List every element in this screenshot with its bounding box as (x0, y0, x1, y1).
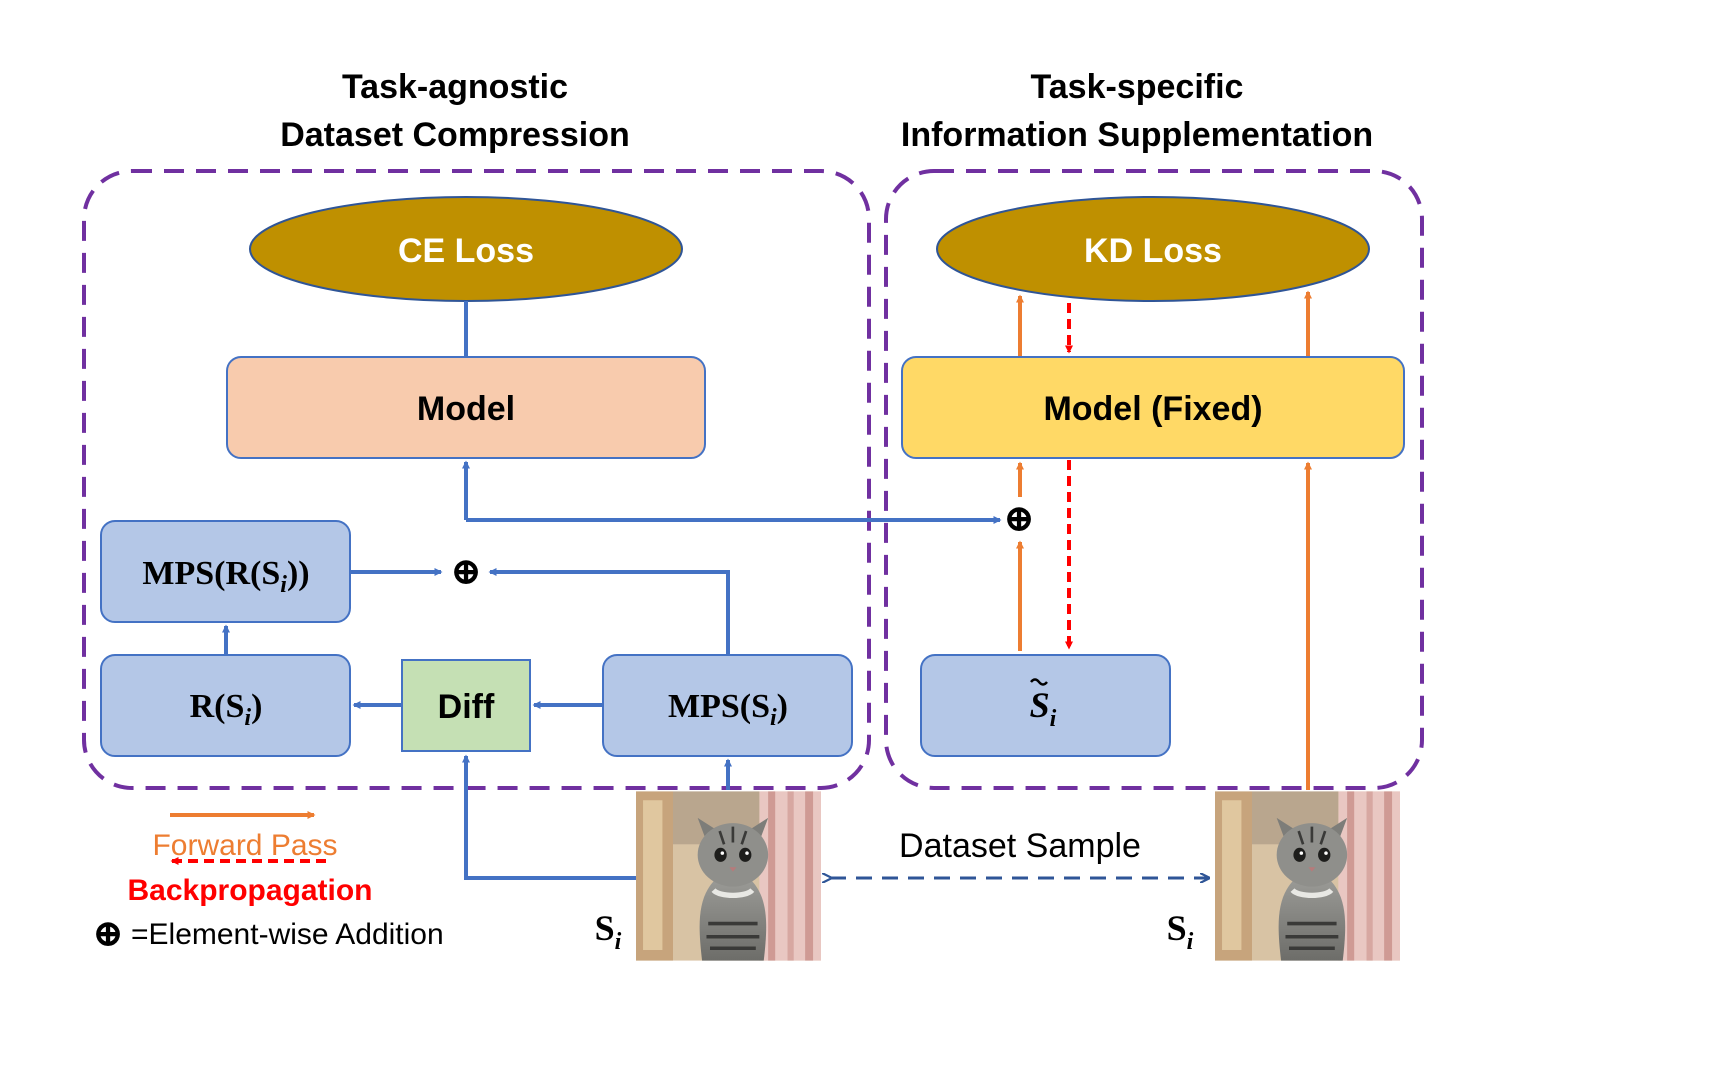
legend-addition-label: =Element-wise Addition (131, 918, 444, 951)
diff-label: Diff (438, 688, 495, 726)
model-fixed-node (901, 356, 1405, 459)
diff-node (401, 659, 531, 752)
s-tilde-node (920, 654, 1171, 757)
cat-photo-left (636, 791, 821, 960)
legend-backprop-label: Backpropagation (127, 874, 372, 907)
r-s-node (100, 654, 351, 757)
right-title-line2: Information Supplementation (901, 116, 1373, 154)
left-title-line1: Task-agnostic (342, 68, 568, 106)
r-s-label: R(Si) (190, 688, 263, 731)
left-title-line2: Dataset Compression (280, 116, 630, 154)
right-title-line1: Task-specific (1031, 68, 1244, 106)
left-section-frame (82, 169, 871, 790)
kd-loss-label: KD Loss (1084, 232, 1222, 270)
legend-forward-label: Forward Pass (152, 829, 337, 862)
ce-loss-label: CE Loss (398, 232, 534, 270)
s-right-label: Si (1167, 908, 1194, 955)
legend-addition-symbol: ⊕ (92, 913, 124, 955)
mps-s-node (602, 654, 853, 757)
cat-photo-right (1215, 791, 1400, 960)
right-section-frame (884, 169, 1424, 790)
mps-s-to-addition-arrow (488, 568, 730, 655)
tilde-mark (1030, 678, 1048, 686)
sample-to-diff-arrow (462, 754, 636, 880)
addition-symbol-right: ⊕ (1003, 498, 1035, 540)
s-tilde-label: Si (1030, 685, 1057, 732)
model-node (226, 356, 706, 459)
mps-r-s-label: MPS(R(Si)) (142, 555, 309, 598)
kd-loss-node (936, 196, 1370, 302)
model-label: Model (417, 390, 515, 428)
model-fixed-label: Model (Fixed) (1043, 390, 1262, 428)
dataset-sample-label: Dataset Sample (899, 827, 1141, 865)
mps-s-label: MPS(Si) (668, 688, 788, 731)
s-left-label: Si (595, 908, 622, 955)
addition-symbol-left: ⊕ (450, 551, 482, 593)
